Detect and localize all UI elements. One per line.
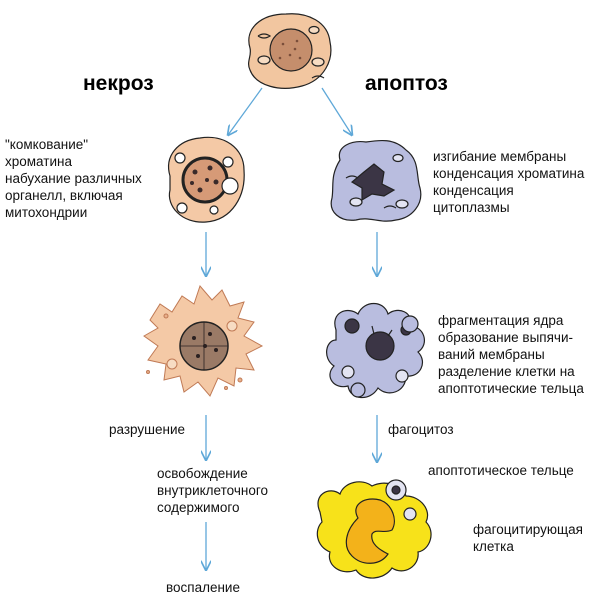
lysed-cell-icon	[143, 285, 264, 397]
apoptosis-condensation-label: изгибание мембраны конденсация хроматина…	[433, 149, 585, 215]
swollen-cell-icon	[168, 136, 245, 223]
arrow-to-necrosis	[228, 87, 263, 135]
normal-cell-icon	[247, 13, 332, 89]
apoptosis-phagocytosis-label: фагоцитоз	[388, 422, 454, 437]
flow-arrows	[206, 87, 377, 570]
phagocyte-icon	[316, 479, 432, 579]
apoptotic-body-label: апоптотическое тельце	[428, 463, 574, 478]
necrosis-release-label: освобождение внутриклеточного содержимог…	[157, 466, 268, 515]
apoptosis-fragmentation-label: фрагментация ядра образование выпячи- ва…	[438, 313, 584, 396]
blebbing-cell-icon	[326, 302, 426, 399]
phagocyte-label: фагоцитирующая клетка	[473, 522, 583, 554]
apoptosis-heading: апоптоз	[365, 72, 448, 95]
necrosis-heading: некроз	[83, 72, 154, 95]
arrow-to-apoptosis	[321, 87, 352, 135]
necrosis-inflammation-label: воспаление	[166, 580, 240, 595]
necrosis-swelling-label: "комкование" хроматина набухание различн…	[5, 137, 142, 220]
necrosis-destruction-label: разрушение	[109, 422, 186, 437]
shrunken-cell-icon	[330, 139, 422, 222]
